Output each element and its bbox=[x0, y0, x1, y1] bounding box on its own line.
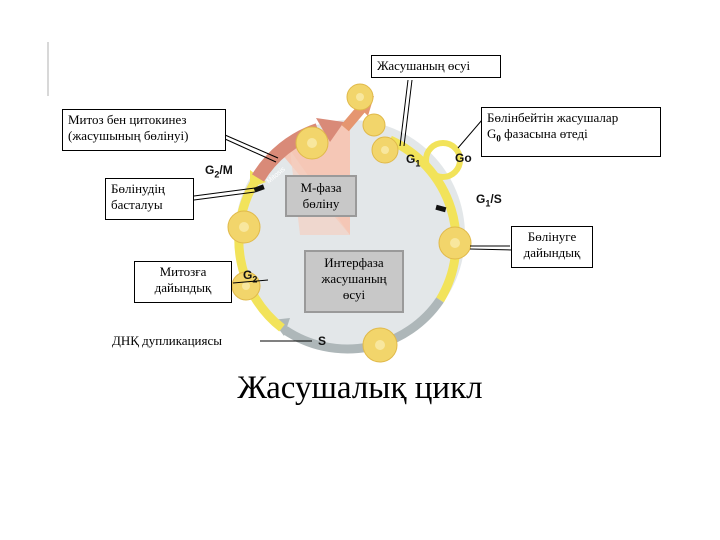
leader-lines bbox=[193, 79, 513, 342]
label-cell-growth: Жасушаның өсуі bbox=[371, 55, 501, 78]
label-division-start: Бөлінудің басталуы bbox=[105, 178, 194, 220]
label-mitosis-prep: Митозға дайындық bbox=[134, 261, 232, 303]
phase-g1s-label: G1/S bbox=[476, 192, 502, 208]
cell-nucleus bbox=[356, 93, 364, 101]
leader-division-start-2 bbox=[193, 191, 256, 201]
label-division-prep-line1: Бөлінуге bbox=[527, 229, 577, 244]
label-division-prep-line2: дайындық bbox=[523, 245, 581, 260]
label-division-prep: Бөлінуге дайындық bbox=[511, 226, 593, 268]
daughter-arrow bbox=[341, 104, 366, 132]
label-mitosis-cytokinesis: Митоз бен цитокинез (жасушының бөлінуі) bbox=[62, 109, 226, 151]
label-non-dividing-rest: фазасына өтеді bbox=[500, 126, 588, 141]
phase-g2-label: G2 bbox=[243, 268, 257, 284]
leader-mitosis-2 bbox=[224, 138, 277, 163]
phase-g2-letter: G bbox=[243, 268, 253, 282]
label-mitosis-prep-line1: Митозға bbox=[159, 264, 207, 279]
label-mitosis-line1: Митоз бен цитокинез bbox=[68, 112, 187, 127]
leader-growth bbox=[399, 79, 409, 147]
label-non-dividing-line2: G0 фазасына өтеді bbox=[487, 126, 655, 147]
leader-mitosis bbox=[224, 134, 279, 159]
phase-g1s-sub: 1 bbox=[485, 198, 491, 209]
m-phase-line2: бөліну bbox=[302, 196, 340, 211]
interphase-line1: Интерфаза bbox=[324, 255, 384, 270]
label-g-sub: 0 bbox=[496, 133, 501, 144]
label-division-start-line1: Бөлінудің bbox=[111, 181, 165, 196]
cell-daughter-2 bbox=[362, 113, 386, 137]
cell-nucleus bbox=[307, 138, 317, 148]
phase-g2-sub: 2 bbox=[252, 274, 258, 285]
phase-g2m-sub: 2 bbox=[214, 169, 220, 180]
leader-division-prep-2 bbox=[469, 248, 513, 251]
cell-icons bbox=[227, 83, 472, 363]
m-phase-line1: М-фаза bbox=[300, 180, 342, 195]
phase-g2m-suffix: /M bbox=[219, 163, 233, 177]
page-title: Жасушалық цикл bbox=[237, 370, 483, 406]
label-non-dividing: Бөлінбейтін жасушалар G0 фазасына өтеді bbox=[481, 107, 661, 157]
leader-mitosis-prep bbox=[232, 279, 269, 284]
label-dna-duplication: ДНҚ дупликациясы bbox=[112, 333, 222, 348]
label-division-start-line2: басталуы bbox=[111, 197, 163, 212]
g2m-checkpoint bbox=[253, 184, 265, 193]
leader-go bbox=[457, 119, 483, 149]
label-mitosis-prep-line2: дайындық bbox=[154, 280, 212, 295]
phase-g1-letter: G bbox=[406, 152, 416, 166]
interphase-line2: жасушаның bbox=[321, 271, 387, 286]
phase-g2m-letter: G bbox=[205, 163, 215, 177]
interphase-line3: өсуі bbox=[342, 287, 366, 302]
leader-growth-2 bbox=[403, 79, 413, 147]
phase-g1-sub: 1 bbox=[415, 158, 421, 169]
cell-nucleus bbox=[239, 222, 249, 232]
label-non-dividing-line1: Бөлінбейтін жасушалар bbox=[487, 110, 619, 125]
mitosis-arrowhead bbox=[316, 118, 344, 142]
cell-nucleus bbox=[375, 340, 385, 350]
cell-nucleus bbox=[450, 238, 460, 248]
phase-g1s-letter: G bbox=[476, 192, 486, 206]
g2-arc bbox=[234, 177, 285, 332]
phase-g2m-label: G2/M bbox=[205, 163, 233, 179]
leader-division-start bbox=[193, 187, 256, 197]
cell-nucleus bbox=[381, 146, 389, 154]
go-loop bbox=[423, 140, 463, 180]
phase-s-label: S bbox=[318, 334, 327, 348]
phase-go-label: Go bbox=[455, 151, 472, 165]
label-g-letter: G bbox=[487, 126, 497, 141]
g1s-checkpoint bbox=[435, 204, 447, 213]
left-edge-line bbox=[47, 42, 49, 96]
g1-arc bbox=[388, 135, 461, 303]
phase-g1s-suffix: /S bbox=[490, 192, 502, 206]
phase-g1-label: G1 bbox=[406, 152, 420, 168]
interphase-box: Интерфаза жасушаның өсуі bbox=[304, 250, 404, 313]
m-phase-box: М-фаза бөліну bbox=[285, 175, 357, 217]
label-mitosis-line2: (жасушының бөлінуі) bbox=[68, 128, 189, 143]
cell-nucleus bbox=[242, 282, 250, 290]
